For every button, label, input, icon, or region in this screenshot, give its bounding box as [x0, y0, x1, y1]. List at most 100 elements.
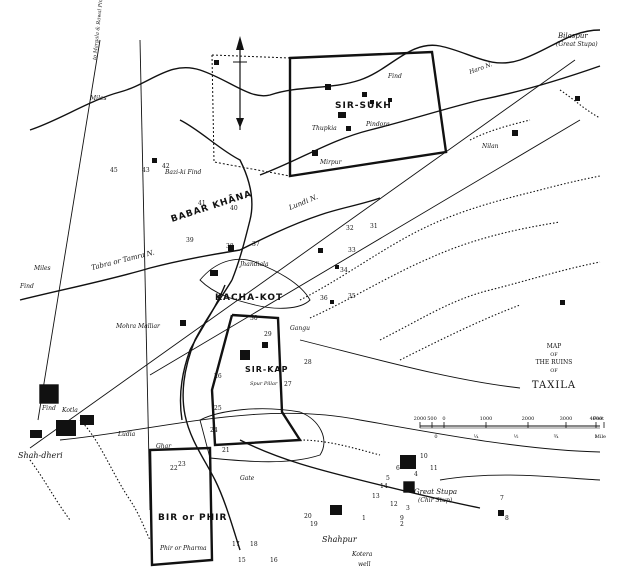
place-labels: SIR-SUKH KACHA-KOT SIR-KAP BIR or PHIR S…: [18, 32, 598, 568]
site-number: 2: [400, 521, 404, 528]
site-number: 26: [214, 373, 222, 380]
ruin-blocks: [30, 60, 580, 516]
label-tabra-nala: Tabra or Tamra N.: [91, 248, 156, 271]
site-number: 25: [214, 405, 222, 412]
label-mohra-malliar: Mohra Malliar: [115, 323, 161, 330]
scale-tick-label: 3000: [560, 416, 573, 422]
site-number: 15: [238, 557, 246, 564]
scale-mile-label: ¼: [474, 433, 479, 440]
site-number: 45: [110, 167, 118, 174]
site-number: 21: [222, 447, 230, 454]
scale-tick-label: 2000: [522, 416, 535, 422]
scale-tick-label: Feet: [593, 416, 604, 422]
label-ghar: Ghar: [156, 443, 172, 450]
label-miles-2: Miles: [33, 265, 51, 272]
site-number: 32: [346, 225, 354, 232]
scale-tick-label: 1000: [480, 416, 493, 422]
label-bilaspur: Bilaspur: [557, 32, 588, 40]
label-mirpur: Mirpur: [319, 159, 343, 166]
label-sir-kap: SIR-KAP: [245, 365, 288, 374]
label-to-margala: to Margala & Rawal Pindi: [92, 0, 105, 60]
site-number: 40: [230, 205, 238, 212]
label-gangu: Gangu: [290, 325, 310, 332]
north-arrow-icon: [233, 36, 247, 130]
site-number: 39: [186, 237, 194, 244]
label-ludia: Ludia: [117, 431, 136, 438]
site-number: 34: [340, 267, 348, 274]
label-shahpur: Shahpur: [322, 535, 358, 544]
label-haro-nala: Haro N.: [467, 61, 493, 76]
label-chir-stup: (Chir Stup): [418, 497, 453, 504]
site-number: 37: [252, 241, 260, 248]
scale-mile-label: ½: [514, 433, 519, 440]
label-gate: Gate: [240, 475, 255, 482]
site-number: 38: [226, 243, 234, 250]
scale-tick-label: 4000: [590, 416, 603, 422]
label-great-stupa-top: (Great Stupa): [556, 41, 598, 48]
rivers: [19, 29, 601, 551]
distance-labels: Miles Miles to Margala & Rawal Pindi: [33, 0, 107, 272]
site-number: 30: [250, 315, 258, 322]
site-number: 1: [362, 515, 366, 522]
title-line-3: THE RUINS: [536, 359, 573, 366]
label-kotera: Kotera: [351, 551, 373, 558]
label-lundi-nala: Lundi N.: [287, 193, 319, 212]
scale-mile-label: ¾: [554, 433, 559, 440]
label-shah-dheri: Shah-dheri: [18, 451, 63, 460]
scale-mile-label: Mile: [595, 434, 606, 440]
site-number: 4: [414, 471, 418, 478]
label-bazi-ki-find: Bazi-ki Find: [164, 169, 202, 176]
label-bir-or-phir: BIR or PHIR: [158, 513, 227, 523]
site-number: 28: [304, 359, 312, 366]
title-taxila: TAXILA: [532, 380, 576, 391]
site-number: 5: [386, 475, 390, 482]
label-find-1: Find: [387, 73, 402, 80]
site-number: 27: [284, 381, 292, 388]
label-spur-pillar: Spur Pillar: [250, 381, 278, 387]
site-number: 19: [310, 521, 318, 528]
site-number: 36: [320, 295, 328, 302]
label-sir-sukh: SIR-SUKH: [335, 101, 392, 111]
site-number: 31: [370, 223, 378, 230]
site-number: 11: [430, 465, 438, 472]
site-number: 7: [500, 495, 504, 502]
title-line-1: MAP: [547, 343, 562, 350]
site-number: 8: [505, 515, 509, 522]
label-miles-1: Miles: [89, 95, 107, 102]
site-number: 18: [250, 541, 258, 548]
site-number: 42: [162, 163, 170, 170]
city-walls: [148, 258, 325, 567]
label-great-stupa: Great Stupa: [414, 488, 457, 496]
site-number: 41: [198, 200, 206, 207]
site-number: 20: [304, 513, 312, 520]
label-thupkia: Thupkia: [312, 125, 337, 132]
site-number: 33: [348, 247, 356, 254]
title-line-2: OF: [550, 352, 558, 358]
site-number: 3: [406, 505, 410, 512]
river-labels: Tabra or Tamra N. Lundi N. Haro N.: [91, 61, 494, 272]
site-number: 12: [390, 501, 398, 508]
sir-sukh-enclosure: [211, 50, 448, 178]
site-number: 17: [232, 541, 240, 548]
label-kotla: Kotla: [61, 407, 78, 414]
label-jhandiala: Jhandiala: [238, 261, 269, 268]
site-number: 14: [380, 483, 388, 490]
label-babar-khana: BABAR KHĀNA: [170, 188, 254, 225]
label-find-3: Find: [19, 283, 34, 290]
site-number: 23: [178, 461, 186, 468]
site-number: 24: [210, 427, 218, 434]
scale-tick-label: 2000: [414, 416, 427, 422]
site-number: 10: [420, 453, 428, 460]
site-number: 43: [142, 167, 150, 174]
label-well: well: [358, 561, 371, 568]
scale-mile-label: 0: [434, 434, 437, 440]
label-find-2: Find: [41, 405, 56, 412]
label-pindora: Pindora: [365, 121, 390, 128]
site-number: 13: [372, 493, 380, 500]
map-title: MAP OF THE RUINS OF TAXILA: [532, 343, 576, 391]
site-number: 6: [396, 465, 400, 472]
scale-tick-label: 0: [442, 416, 445, 422]
